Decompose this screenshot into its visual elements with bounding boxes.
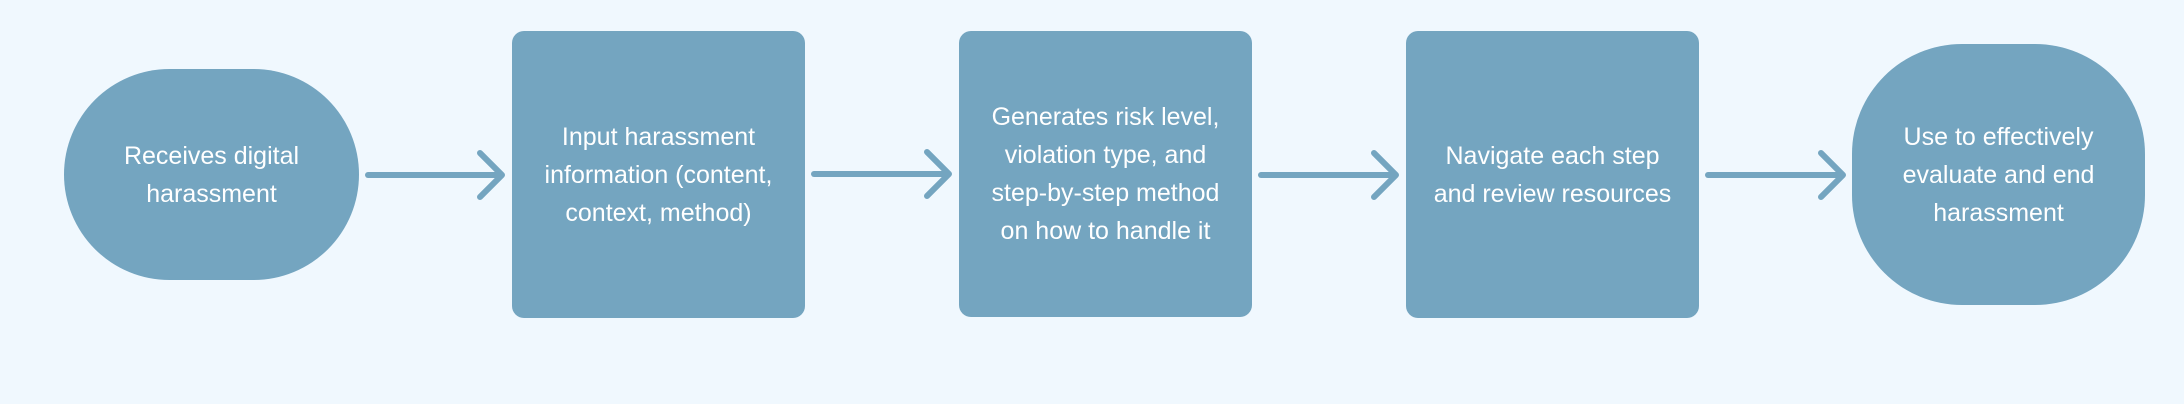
step-input-label: Input harassment information (content, c…	[544, 122, 773, 227]
step-generate-node: Generates risk level, violation type, an…	[959, 31, 1252, 317]
arrow-3	[1258, 150, 1399, 200]
step-input-node: Input harassment information (content, c…	[512, 31, 805, 318]
step-navigate-node: Navigate each step and review resources	[1406, 31, 1699, 318]
start-node-label: Receives digital harassment	[123, 141, 300, 208]
arrow-4	[1705, 150, 1846, 200]
end-node: Use to effectively evaluate and end hara…	[1852, 44, 2145, 305]
arrow-1	[365, 150, 505, 200]
start-node: Receives digital harassment	[64, 69, 359, 280]
arrow-2	[811, 149, 952, 199]
step-navigate-label: Navigate each step and review resources	[1433, 141, 1672, 208]
step-generate-label: Generates risk level, violation type, an…	[991, 103, 1220, 245]
end-node-label: Use to effectively evaluate and end hara…	[1902, 122, 2095, 227]
